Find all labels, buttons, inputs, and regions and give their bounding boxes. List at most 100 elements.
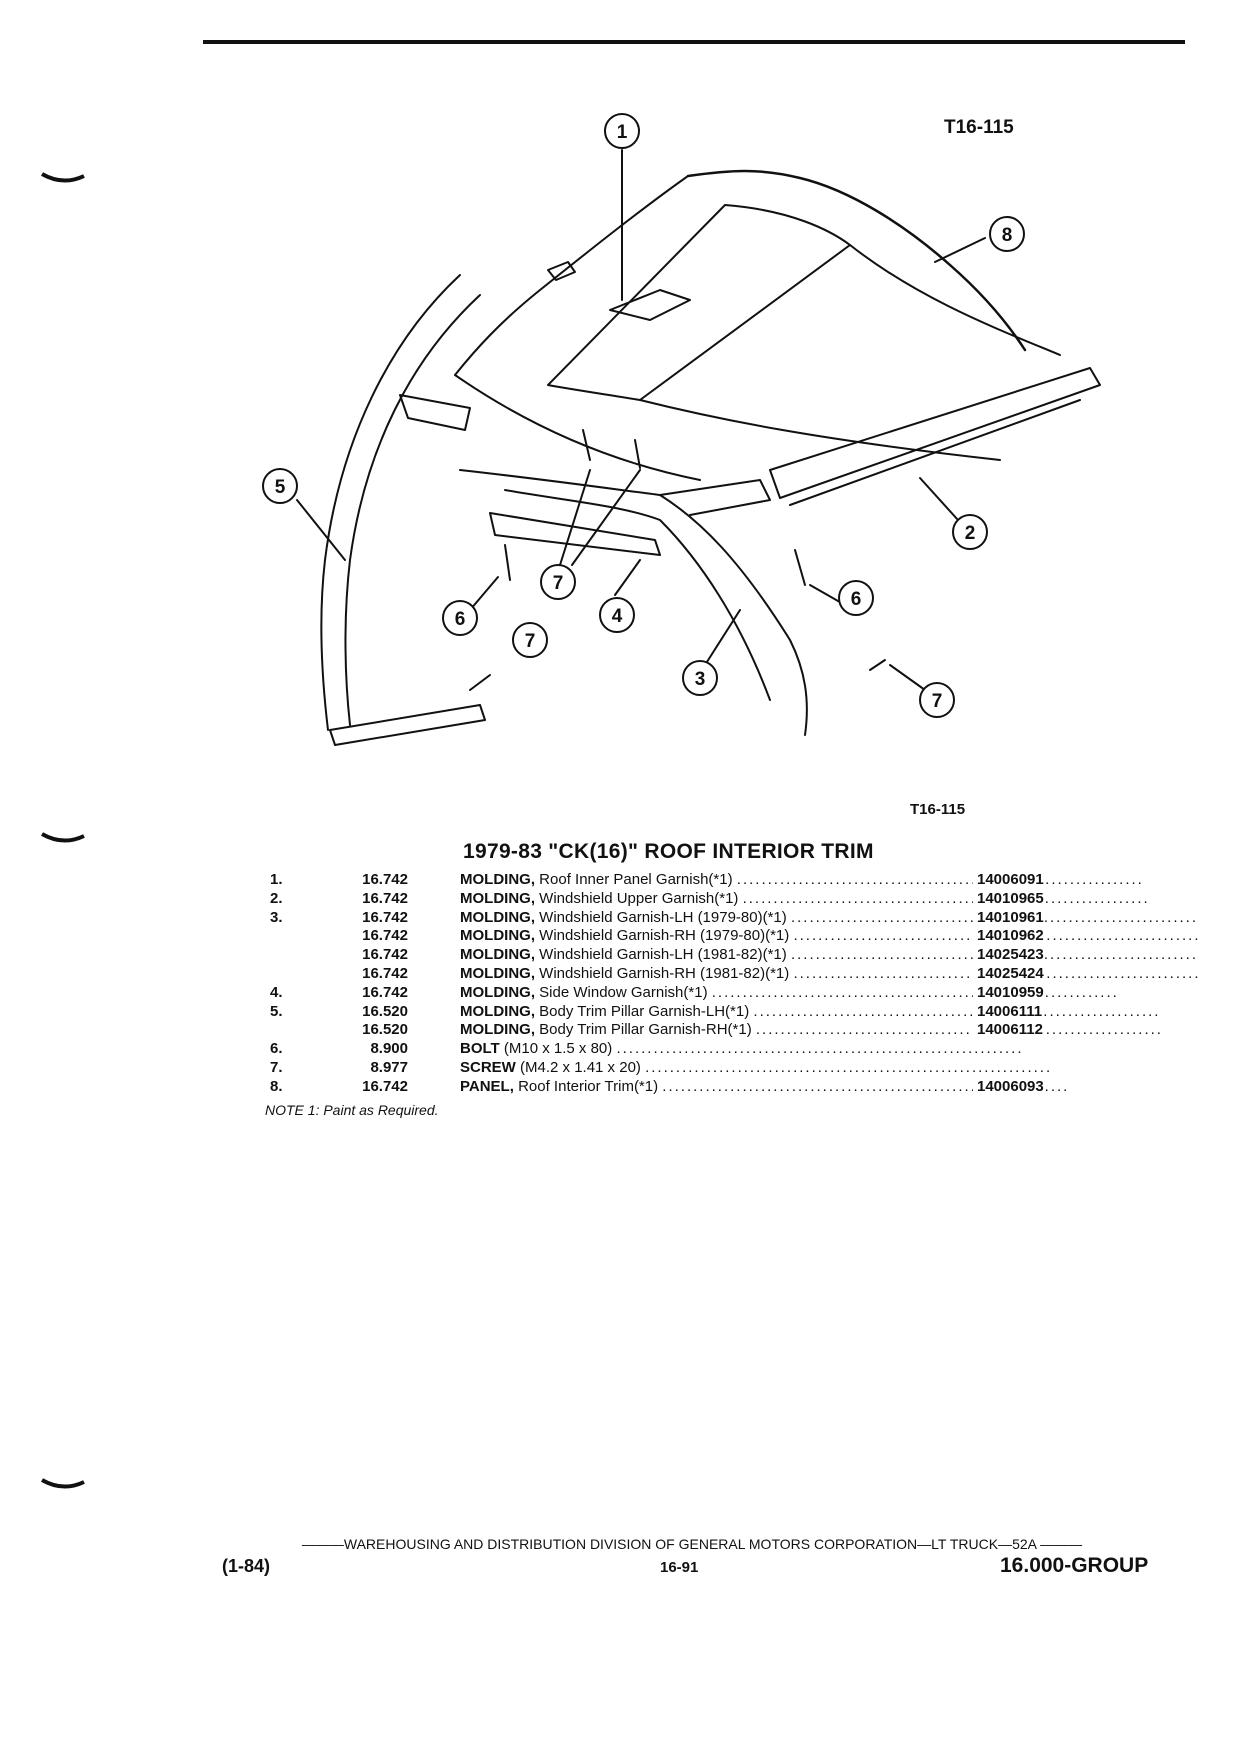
figure-code-bottom: T16-115 xyxy=(910,801,966,818)
parts-row: 16.520 MOLDING, Body Trim Pillar Garnish-… xyxy=(260,1021,1161,1041)
windshield-garnish xyxy=(459,469,808,736)
part-detail: Windshield Upper Garnish(*1) xyxy=(539,889,739,907)
part-description: BOLT (M10 x 1.5 x 80) ..................… xyxy=(460,1040,1218,1059)
leader-dots: ........................................… xyxy=(742,889,1150,907)
part-description: MOLDING, Windshield Garnish-RH (1979-80)… xyxy=(460,927,1218,946)
callout-1-label: 1 xyxy=(617,122,628,143)
part-keyword: MOLDING, xyxy=(460,964,535,982)
part-keyword: MOLDING, xyxy=(460,1002,535,1020)
group-number: 16.742 xyxy=(362,889,408,907)
footer-date: (1-84) xyxy=(222,1556,271,1576)
part-detail: Windshield Garnish-RH (1979-80)(*1) xyxy=(539,927,790,945)
callout-6 xyxy=(838,580,874,616)
group-number: 16.742 xyxy=(362,964,408,982)
roof-trim-illustration: 1 2 3 4 5 6 6 7 7 7 8 xyxy=(262,113,1101,746)
callout-2-label: 2 xyxy=(965,523,976,544)
part-detail: Windshield Garnish-LH (1979-80)(*1) xyxy=(539,908,787,926)
group-number: 16.742 xyxy=(362,908,408,926)
part-number: 14010962 xyxy=(973,927,1044,947)
part-detail: (M4.2 x 1.41 x 20) xyxy=(520,1058,641,1076)
group-number: 16.520 xyxy=(362,1021,408,1039)
part-keyword: MOLDING, xyxy=(460,983,535,1001)
item-number: 7. xyxy=(270,1058,283,1076)
callout-6 xyxy=(442,600,478,636)
part-description: MOLDING, Body Trim Pillar Garnish-LH(*1)… xyxy=(460,1003,1218,1022)
part-number: 14006112 xyxy=(973,1021,1043,1041)
pillar-garnish-inner xyxy=(344,294,481,726)
leader-dots: ........................................… xyxy=(736,871,1144,888)
figure-code-top: T16-115 xyxy=(944,117,1014,138)
leader-dots: ........................................… xyxy=(645,1058,1053,1076)
callout-7-label: 7 xyxy=(932,691,943,712)
binder-hole-mark xyxy=(41,832,85,843)
part-keyword: MOLDING, xyxy=(460,1021,535,1039)
leader-dots: ........................................… xyxy=(616,1040,1024,1058)
part-detail: (M10 x 1.5 x 80) xyxy=(503,1040,613,1058)
part-number: 14006093 xyxy=(973,1077,1044,1097)
roof-panel-outline xyxy=(686,169,1027,352)
callout-7 xyxy=(919,682,955,718)
leader-dots: ........................................… xyxy=(662,1077,1070,1095)
binder-hole-mark xyxy=(41,172,85,183)
part-description: MOLDING, Windshield Garnish-RH (1981-82)… xyxy=(460,965,1218,984)
part-number: 14010959 xyxy=(973,983,1044,1003)
roof-panel-edge xyxy=(454,175,689,376)
callout-3 xyxy=(682,660,718,696)
part-number: 14006091 xyxy=(973,871,1044,890)
callout-7 xyxy=(540,564,576,600)
callout-6-label: 6 xyxy=(455,609,466,630)
part-description: MOLDING, Windshield Garnish-LH (1981-82)… xyxy=(460,946,1218,965)
callout-7-label: 7 xyxy=(525,631,536,652)
part-detail: Side Window Garnish(*1) xyxy=(539,983,708,1001)
pillar-garnish-outer xyxy=(320,274,461,731)
parts-row: 2. 16.742 MOLDING, Windshield Upper Garnis… xyxy=(260,889,1148,909)
part-description: MOLDING, Side Window Garnish(*1) .......… xyxy=(460,984,1218,1003)
part-keyword: MOLDING, xyxy=(460,871,535,888)
callout-7-label: 7 xyxy=(553,573,564,594)
callout-1 xyxy=(604,113,640,149)
part-number: 14006111 xyxy=(973,1002,1043,1022)
item-number: 1. xyxy=(270,871,283,888)
item-number: 3. xyxy=(270,908,283,926)
part-detail: Body Trim Pillar Garnish-LH(*1) xyxy=(539,1002,750,1020)
part-detail: Roof Inner Panel Garnish(*1) xyxy=(539,871,733,888)
side-window-garnish xyxy=(489,512,661,556)
part-description: MOLDING, Roof Inner Panel Garnish(*1) ..… xyxy=(460,871,1218,890)
part-detail: Body Trim Pillar Garnish-RH(*1) xyxy=(539,1021,752,1039)
part-detail: Roof Interior Trim(*1) xyxy=(518,1077,659,1095)
callout-7 xyxy=(512,622,548,658)
callout-2 xyxy=(952,514,988,550)
leader-dots: ........................................… xyxy=(711,983,1119,1001)
group-number: 16.742 xyxy=(362,1077,408,1095)
footer-group: 16.000-GROUP xyxy=(1000,1554,1149,1577)
callout-8-label: 8 xyxy=(1002,225,1013,246)
part-description: MOLDING, Windshield Upper Garnish(*1) ..… xyxy=(460,890,1218,909)
part-description: MOLDING, Windshield Garnish-LH (1979-80)… xyxy=(460,909,1218,928)
part-number: 14025424 xyxy=(973,964,1044,984)
side-window-rail xyxy=(769,367,1101,499)
section-title: 1979-83 "CK(16)" ROOF INTERIOR TRIM xyxy=(463,840,874,863)
binder-hole-mark xyxy=(41,1478,85,1489)
group-number: 16.520 xyxy=(362,1002,408,1020)
callout-4-label: 4 xyxy=(612,606,623,627)
part-keyword: MOLDING, xyxy=(460,908,535,926)
group-number: 8.977 xyxy=(370,1058,408,1076)
callout-8 xyxy=(989,216,1025,252)
part-number: 14025423 xyxy=(973,946,1044,965)
part-keyword: MOLDING, xyxy=(460,927,535,945)
item-number: 8. xyxy=(270,1077,283,1095)
group-number: 16.742 xyxy=(362,983,408,1001)
footer-publisher-line: ———WAREHOUSING AND DISTRIBUTION DIVISION… xyxy=(301,1536,1083,1552)
part-keyword: MOLDING, xyxy=(460,889,535,907)
callout-6-label: 6 xyxy=(851,589,862,610)
item-number: 2. xyxy=(270,889,283,907)
callout-4 xyxy=(599,597,635,633)
